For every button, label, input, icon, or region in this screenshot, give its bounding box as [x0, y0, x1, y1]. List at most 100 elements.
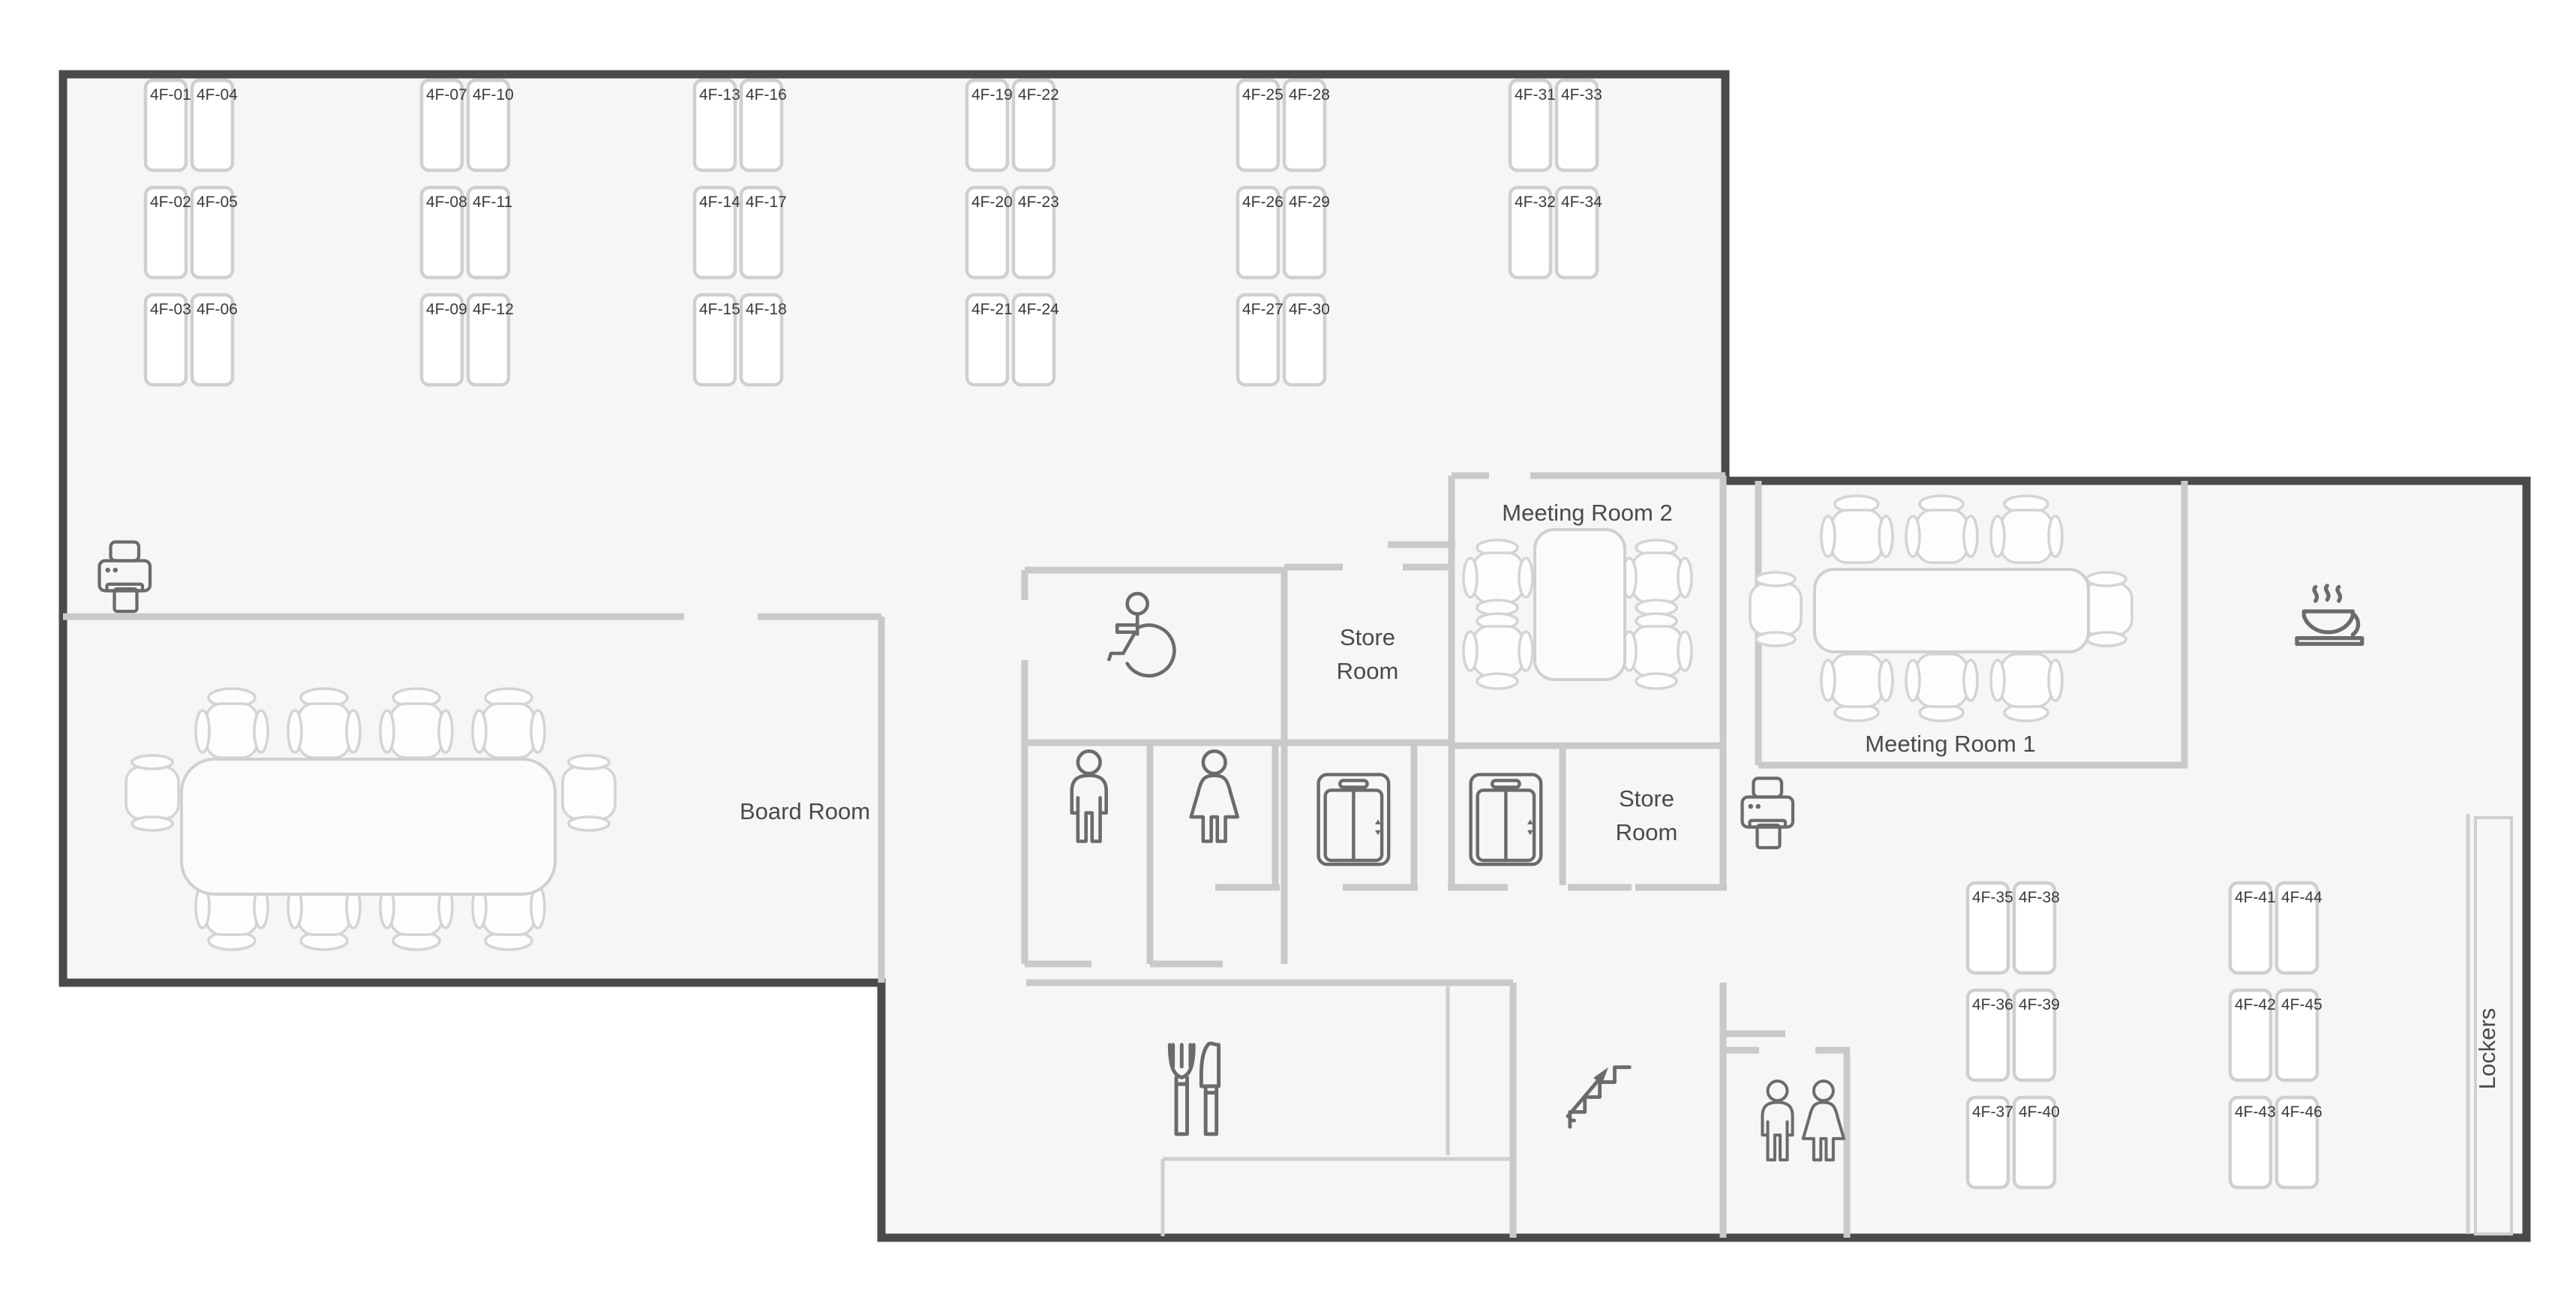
- desk[interactable]: 4F-14: [692, 185, 740, 280]
- desk[interactable]: 4F-33: [1554, 78, 1602, 173]
- desk[interactable]: 4F-27: [1235, 293, 1283, 387]
- desk[interactable]: 4F-10: [466, 78, 514, 173]
- desk-rect[interactable]: [143, 78, 188, 173]
- board-room-furniture[interactable]: [125, 687, 617, 951]
- desk-rect[interactable]: [2012, 1095, 2057, 1190]
- desk[interactable]: 4F-42: [2228, 988, 2276, 1082]
- chair[interactable]: [2079, 571, 2133, 647]
- desk-rect[interactable]: [692, 185, 737, 280]
- desk-rect[interactable]: [2274, 988, 2319, 1082]
- desk-rect[interactable]: [466, 185, 511, 280]
- board-room-table[interactable]: [180, 758, 557, 896]
- desk[interactable]: 4F-11: [466, 185, 512, 280]
- desk-rect[interactable]: [1282, 293, 1327, 387]
- desk[interactable]: 4F-30: [1282, 293, 1330, 387]
- desk-rect[interactable]: [692, 78, 737, 173]
- desk[interactable]: 4F-31: [1508, 78, 1556, 173]
- desk-rect[interactable]: [190, 293, 235, 387]
- chair[interactable]: [1989, 653, 2064, 722]
- desk[interactable]: 4F-23: [1011, 185, 1059, 280]
- desk-rect[interactable]: [2012, 988, 2057, 1082]
- desk-rect[interactable]: [190, 185, 235, 280]
- meeting-room-2-furniture[interactable]: [1462, 528, 1693, 690]
- chair[interactable]: [1905, 494, 1979, 564]
- desk[interactable]: 4F-24: [1011, 293, 1059, 387]
- desk-rect[interactable]: [739, 293, 784, 387]
- desk[interactable]: 4F-02: [143, 185, 191, 280]
- chair[interactable]: [1820, 494, 1894, 564]
- desk-rect[interactable]: [1011, 78, 1056, 173]
- desk-rect[interactable]: [2228, 1095, 2273, 1190]
- desk[interactable]: 4F-34: [1554, 185, 1602, 280]
- chair[interactable]: [1905, 653, 1979, 722]
- desk-rect[interactable]: [1011, 293, 1056, 387]
- desk[interactable]: 4F-41: [2228, 881, 2276, 975]
- desk[interactable]: 4F-44: [2274, 881, 2322, 975]
- desk-rect[interactable]: [1235, 185, 1280, 280]
- desk-rect[interactable]: [1282, 78, 1327, 173]
- desk[interactable]: 4F-15: [692, 293, 740, 387]
- lockers-rect[interactable]: [2474, 816, 2513, 1235]
- desk-rect[interactable]: [466, 293, 511, 387]
- desk[interactable]: 4F-25: [1235, 78, 1283, 173]
- desk-rect[interactable]: [419, 185, 464, 280]
- desk-rect[interactable]: [2012, 881, 2057, 975]
- desk-rect[interactable]: [1235, 78, 1280, 173]
- desk[interactable]: 4F-06: [190, 293, 238, 387]
- desk[interactable]: 4F-37: [1965, 1095, 2013, 1190]
- desk-rect[interactable]: [1508, 185, 1553, 280]
- desk[interactable]: 4F-07: [419, 78, 467, 173]
- desk-rect[interactable]: [1965, 988, 2010, 1082]
- chair[interactable]: [1820, 653, 1894, 722]
- desk-rect[interactable]: [2228, 988, 2273, 1082]
- desk[interactable]: 4F-05: [190, 185, 238, 280]
- meeting-room-1-furniture[interactable]: [1749, 494, 2133, 722]
- desk[interactable]: 4F-03: [143, 293, 191, 387]
- desk-rect[interactable]: [739, 78, 784, 173]
- chair[interactable]: [194, 687, 269, 759]
- meeting-room-2-table[interactable]: [1533, 528, 1626, 681]
- desk[interactable]: 4F-43: [2228, 1095, 2276, 1190]
- desk-rect[interactable]: [190, 78, 235, 173]
- chair[interactable]: [1462, 539, 1534, 617]
- desk-rect[interactable]: [1235, 293, 1280, 387]
- desk-rect[interactable]: [739, 185, 784, 280]
- desk-rect[interactable]: [1282, 185, 1327, 280]
- desk-rect[interactable]: [1554, 78, 1599, 173]
- desk-rect[interactable]: [692, 293, 737, 387]
- desk[interactable]: 4F-16: [739, 78, 787, 173]
- desk-rect[interactable]: [2274, 1095, 2319, 1190]
- desk[interactable]: 4F-09: [419, 293, 467, 387]
- desk-rect[interactable]: [965, 78, 1010, 173]
- desk-rect[interactable]: [1554, 185, 1599, 280]
- chair[interactable]: [1989, 494, 2064, 564]
- desk-rect[interactable]: [965, 185, 1010, 280]
- desk[interactable]: 4F-18: [739, 293, 787, 387]
- desk[interactable]: 4F-28: [1282, 78, 1330, 173]
- desk-rect[interactable]: [965, 293, 1010, 387]
- chair[interactable]: [561, 754, 617, 832]
- chair[interactable]: [379, 687, 454, 759]
- desk[interactable]: 4F-01: [143, 78, 191, 173]
- elevator-icon[interactable]: [1469, 773, 1543, 866]
- desk[interactable]: 4F-12: [466, 293, 514, 387]
- chair[interactable]: [1621, 539, 1693, 617]
- desk-rect[interactable]: [2274, 881, 2319, 975]
- desk[interactable]: 4F-04: [190, 78, 238, 173]
- desk[interactable]: 4F-21: [965, 293, 1013, 387]
- desk-rect[interactable]: [466, 78, 511, 173]
- chair[interactable]: [287, 687, 362, 759]
- desk[interactable]: 4F-19: [965, 78, 1013, 173]
- chair[interactable]: [1462, 612, 1534, 690]
- desk[interactable]: 4F-40: [2012, 1095, 2060, 1190]
- desk[interactable]: 4F-36: [1965, 988, 2013, 1082]
- desk[interactable]: 4F-46: [2274, 1095, 2322, 1190]
- elevator-icon[interactable]: [1317, 773, 1391, 866]
- desk[interactable]: 4F-08: [419, 185, 467, 280]
- desk-rect[interactable]: [2228, 881, 2273, 975]
- desk[interactable]: 4F-38: [2012, 881, 2060, 975]
- lockers-unit[interactable]: Lockers: [2474, 816, 2513, 1235]
- desk[interactable]: 4F-20: [965, 185, 1013, 280]
- chair[interactable]: [125, 754, 180, 832]
- desk-rect[interactable]: [419, 78, 464, 173]
